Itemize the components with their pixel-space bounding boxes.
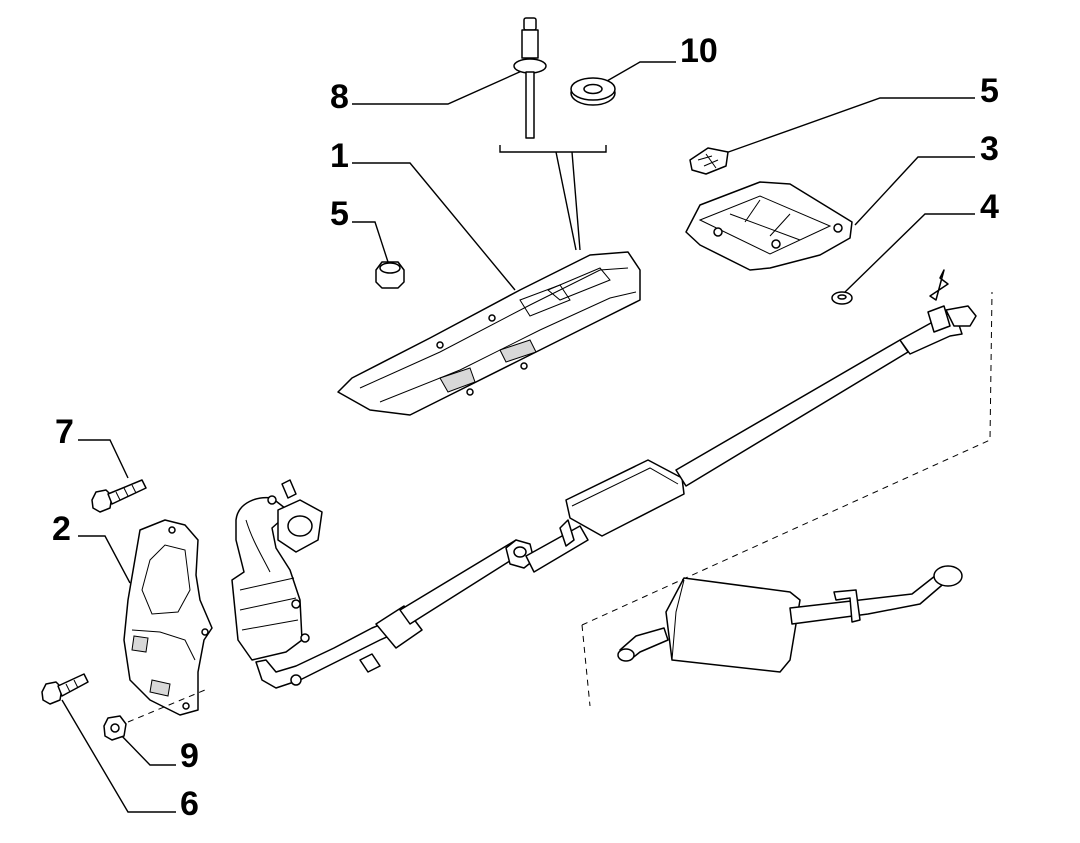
manifold-heat-shield-part-2 <box>123 519 213 716</box>
leader-lines <box>61 61 975 813</box>
grommet-part-4 <box>831 291 853 305</box>
bolt-part-7 <box>91 479 147 513</box>
callout-number-5-left: 5 <box>330 195 349 233</box>
stud-rivet-part-8 <box>513 17 547 139</box>
rear-silencer <box>581 291 993 707</box>
callout-number-10: 10 <box>680 32 718 70</box>
callout-number-9: 9 <box>180 737 199 775</box>
middle-pipe-with-resonator <box>505 269 977 573</box>
nut-part-5-left <box>375 261 405 289</box>
callout-number-3: 3 <box>980 130 999 168</box>
clip-part-5-top <box>689 147 729 175</box>
catalytic-converter <box>231 479 323 661</box>
tunnel-heat-shield-part-1 <box>337 251 641 416</box>
callout-number-8: 8 <box>330 78 349 116</box>
rear-heat-shield-part-3 <box>685 181 853 271</box>
front-exhaust-pipe <box>255 539 525 689</box>
callout-number-5-top: 5 <box>980 72 999 110</box>
washer-part-10 <box>570 77 616 106</box>
callout-number-1: 1 <box>330 137 349 175</box>
callout-number-2: 2 <box>52 510 71 548</box>
nut-part-9 <box>103 715 127 741</box>
bolt-part-6 <box>41 673 89 705</box>
callout-number-7: 7 <box>55 413 74 451</box>
dashed-guide-line-fasteners <box>127 689 206 723</box>
callout-number-6: 6 <box>180 785 199 823</box>
callout-number-4: 4 <box>980 188 999 226</box>
